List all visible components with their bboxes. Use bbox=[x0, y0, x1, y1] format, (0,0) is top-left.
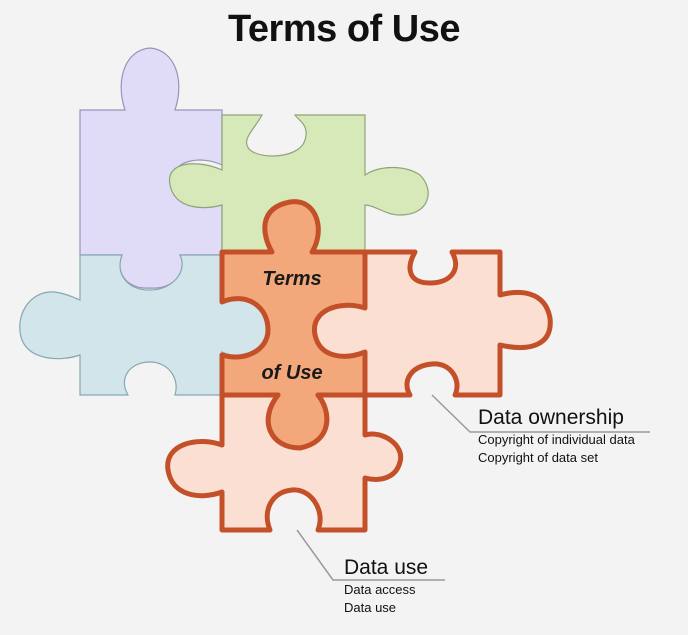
center-piece-label-line1: Terms bbox=[262, 268, 322, 290]
ownership-item: Copyright of data set bbox=[478, 450, 598, 465]
diagram-title: Terms of Use bbox=[228, 8, 460, 50]
use-item: Data use bbox=[344, 600, 397, 615]
ownership-item: Copyright of individual data bbox=[478, 432, 635, 447]
use-heading: Data use bbox=[344, 556, 429, 579]
ownership-callout: Data ownership Copyright of individual d… bbox=[478, 405, 635, 467]
puzzle-piece-peach-right bbox=[312, 249, 553, 398]
ownership-leader-line bbox=[431, 394, 650, 433]
ownership-heading: Data ownership bbox=[478, 406, 624, 429]
use-item: Data access bbox=[344, 582, 416, 597]
puzzle-piece-green bbox=[169, 114, 429, 253]
puzzle-piece-blue bbox=[19, 254, 269, 396]
use-callout: Data use Data access Data use bbox=[344, 555, 428, 617]
center-piece-label-line2: of Use bbox=[261, 362, 323, 384]
use-leader-line bbox=[296, 529, 445, 581]
puzzle-piece-peach-bottom bbox=[165, 392, 404, 533]
